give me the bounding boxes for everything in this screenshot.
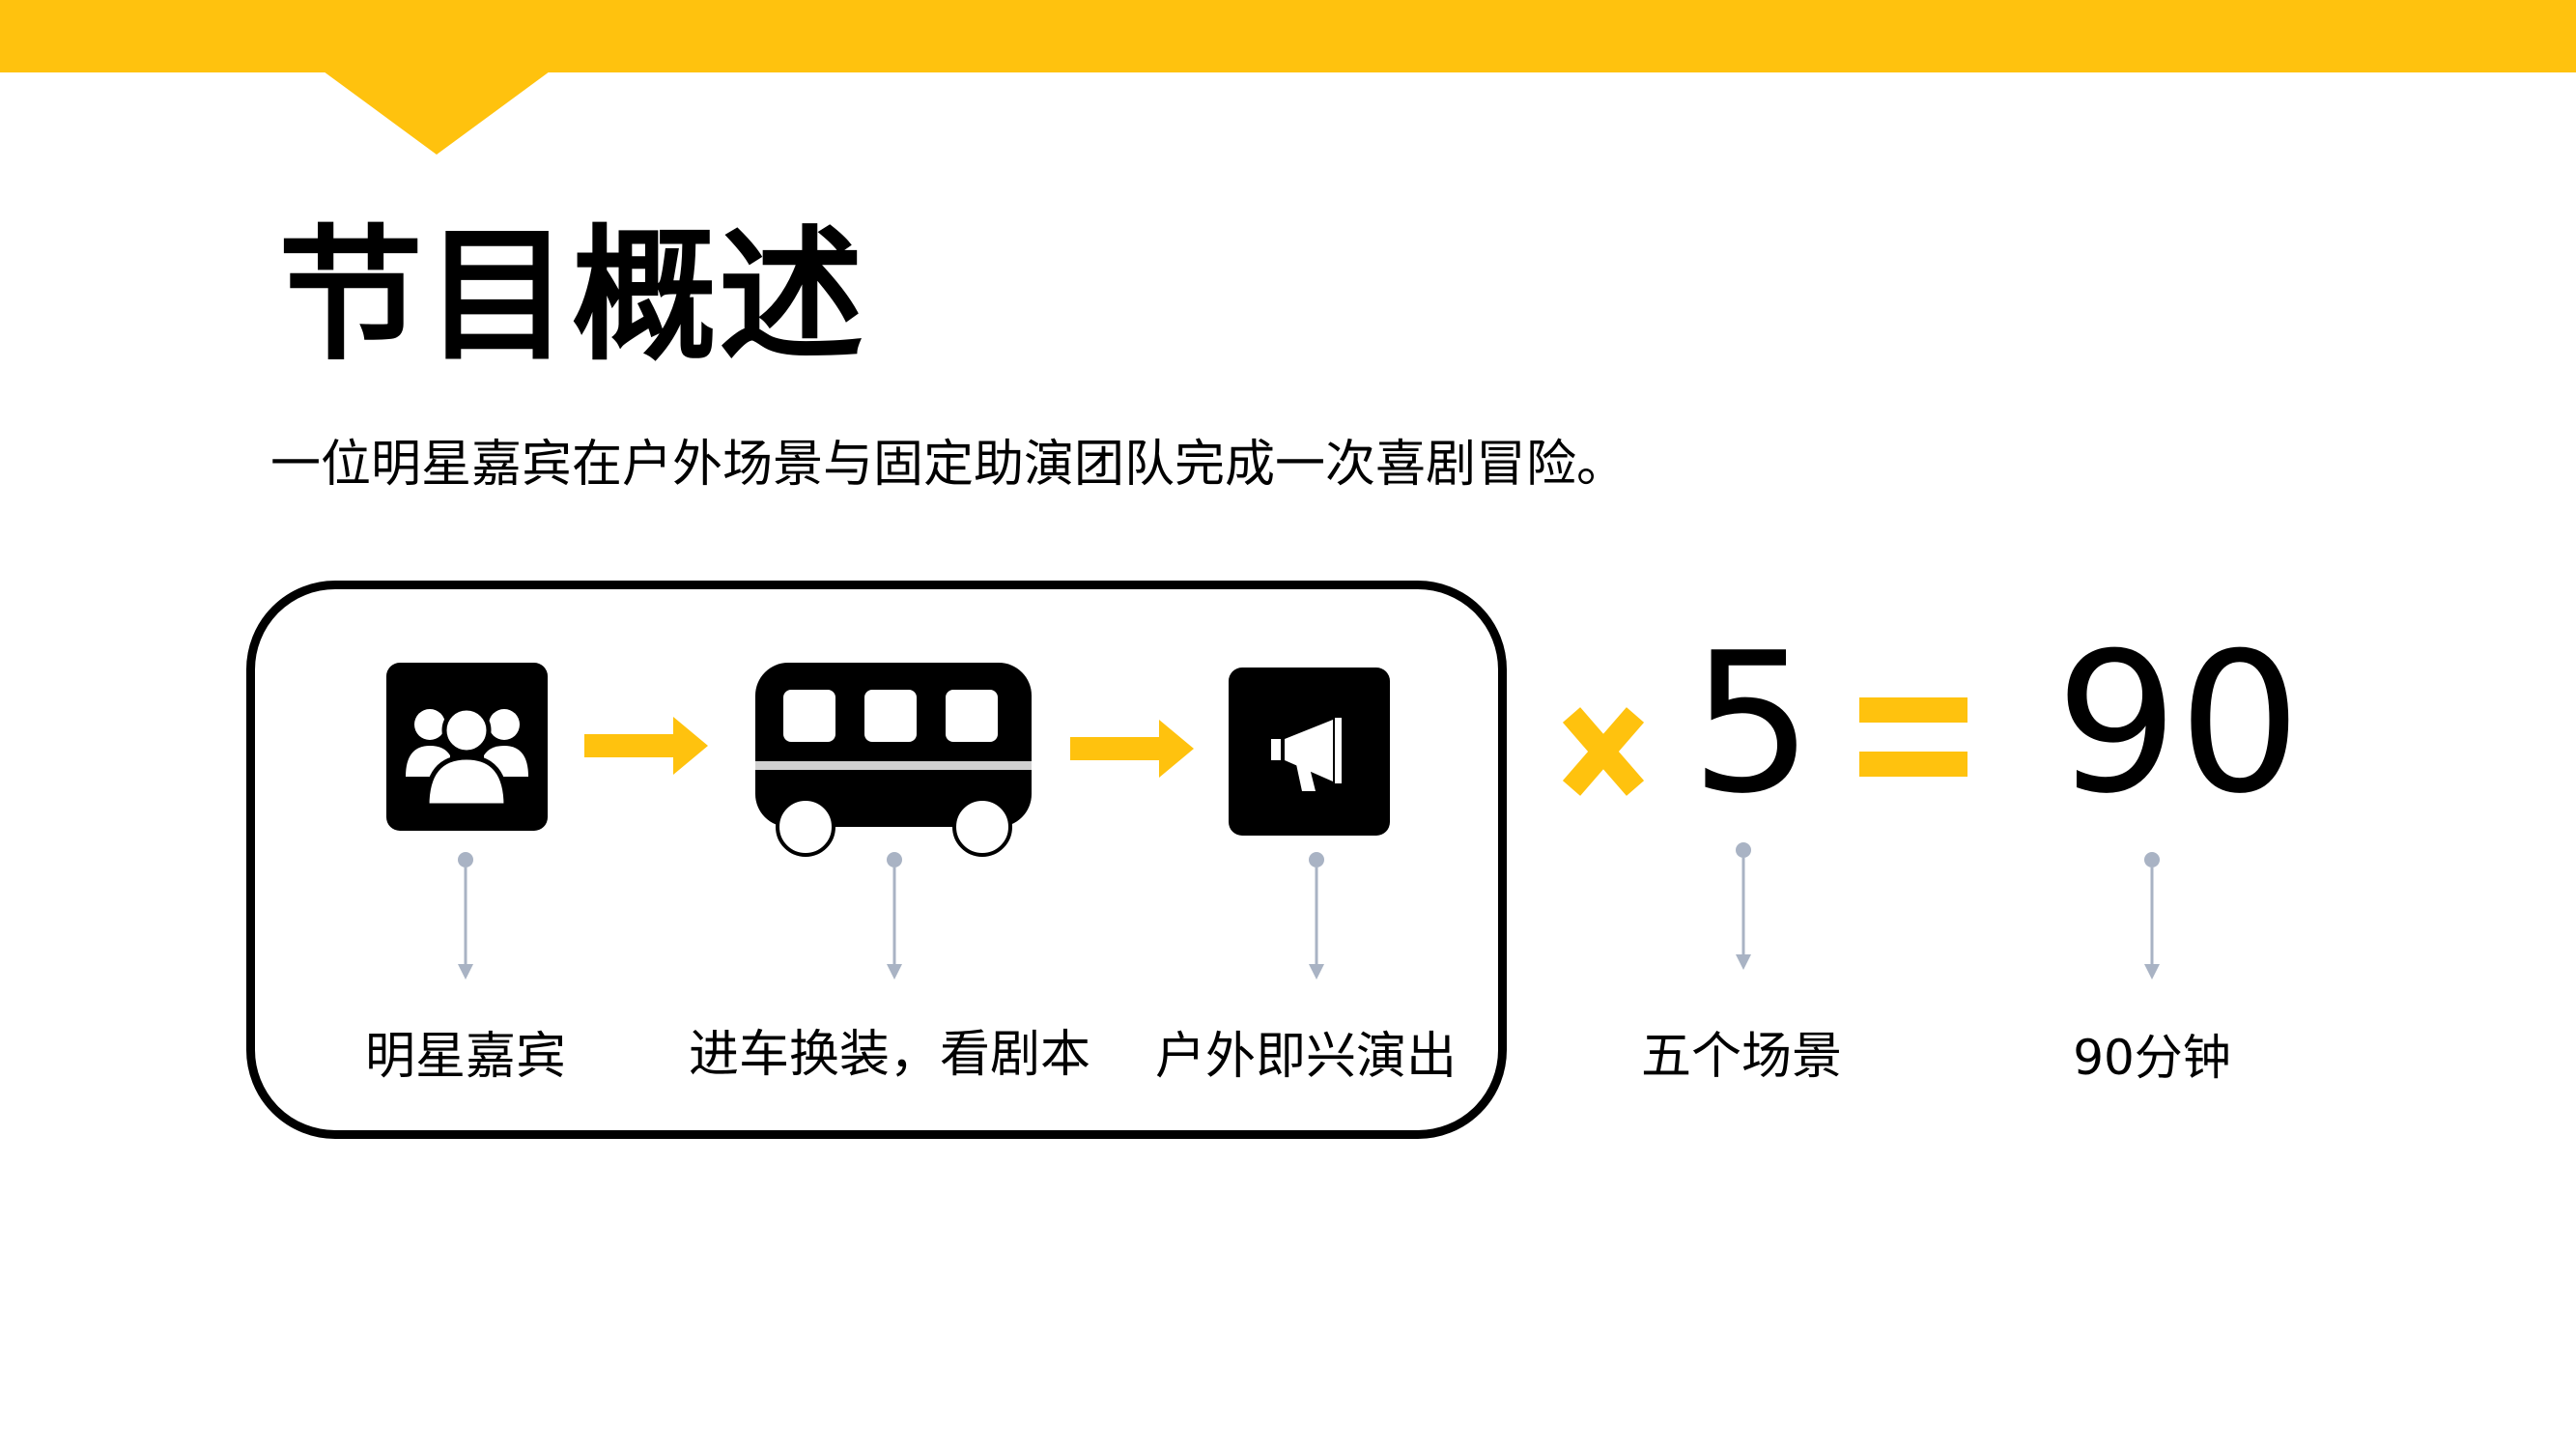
slide-subtitle: 一位明星嘉宾在户外场景与固定助演团队完成一次喜剧冒险。 <box>270 436 1628 494</box>
connector-arrow-down-icon <box>2137 848 2166 983</box>
connector-arrow-down-icon <box>1729 838 1758 974</box>
step-label-guest: 明星嘉宾 <box>364 1028 566 1086</box>
step-label-performance: 户外即兴演出 <box>1154 1028 1457 1086</box>
step-label-bus: 进车换装，看剧本 <box>688 1026 1090 1084</box>
total-minutes-number: 90 <box>2055 611 2302 837</box>
connector-arrow-down-icon <box>880 848 909 983</box>
megaphone-icon <box>1229 668 1390 836</box>
top-banner-bar <box>0 0 2576 72</box>
bus-icon <box>751 659 1041 857</box>
scene-count-label: 五个场景 <box>1640 1028 1842 1086</box>
equals-sign-icon <box>1859 697 1967 777</box>
process-frame <box>246 581 1507 1139</box>
slide-title: 节目概述 <box>278 213 866 381</box>
banner-notch <box>324 71 550 155</box>
arrow-right-icon <box>1070 720 1194 778</box>
arrow-right-icon <box>584 717 708 775</box>
connector-arrow-down-icon <box>1302 848 1331 983</box>
connector-arrow-down-icon <box>451 848 480 983</box>
scene-count-number: 5 <box>1690 611 1814 837</box>
guest-group-icon <box>386 663 548 831</box>
multiply-sign-icon <box>1560 703 1647 800</box>
total-duration-label: 90分钟 <box>2073 1030 2231 1086</box>
